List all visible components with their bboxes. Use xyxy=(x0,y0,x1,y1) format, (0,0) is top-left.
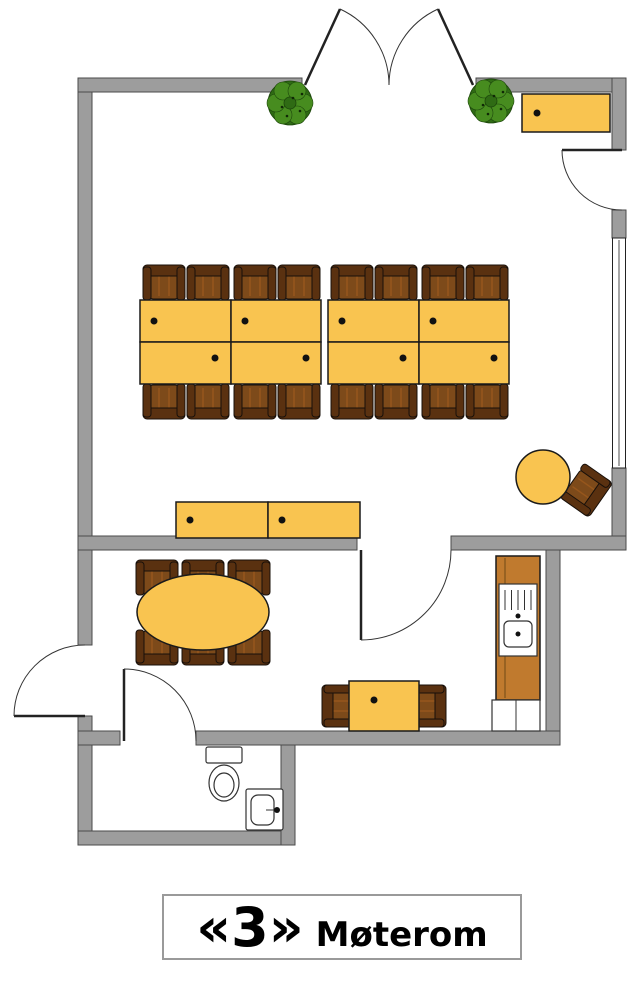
chair-icon xyxy=(421,383,465,420)
oval-table xyxy=(136,573,270,651)
chair-icon xyxy=(277,383,321,420)
plant-icon xyxy=(467,78,515,124)
kitchen-counter xyxy=(495,555,541,701)
wall-cabinet xyxy=(521,93,611,133)
square-table xyxy=(348,680,420,732)
chair-icon xyxy=(142,264,186,301)
plant-icon xyxy=(266,80,314,126)
desk xyxy=(327,341,420,385)
chair-icon xyxy=(186,264,230,301)
chair-icon xyxy=(186,383,230,420)
chair-icon xyxy=(233,264,277,301)
chair-icon xyxy=(330,383,374,420)
chair-icon xyxy=(465,383,509,420)
chair-icon xyxy=(142,383,186,420)
room-label: «3» Møterom xyxy=(162,894,522,960)
side-tables xyxy=(175,501,361,539)
chair-icon xyxy=(374,383,418,420)
chair-icon xyxy=(277,264,321,301)
conference-desks xyxy=(139,299,510,385)
chair-icon xyxy=(330,264,374,301)
side-exit-door xyxy=(561,148,623,211)
entry-double-door xyxy=(303,8,475,86)
desk xyxy=(418,341,510,385)
chair-icon xyxy=(465,264,509,301)
toilet xyxy=(205,746,243,802)
room-number: «3» xyxy=(196,896,304,959)
kitchen-sink xyxy=(498,583,538,657)
room-name: Møterom xyxy=(315,915,488,955)
bathroom-door xyxy=(122,668,197,742)
round-table xyxy=(515,449,571,505)
hand-basin xyxy=(245,788,284,831)
chair-icon xyxy=(233,383,277,420)
interior-door-meeting-room xyxy=(359,549,452,641)
kitchen-appliance xyxy=(491,699,541,732)
chair-icon xyxy=(374,264,418,301)
desk xyxy=(230,341,322,385)
desk xyxy=(139,341,232,385)
window xyxy=(612,237,626,469)
chair-icon xyxy=(421,264,465,301)
exterior-left-door xyxy=(13,644,86,718)
